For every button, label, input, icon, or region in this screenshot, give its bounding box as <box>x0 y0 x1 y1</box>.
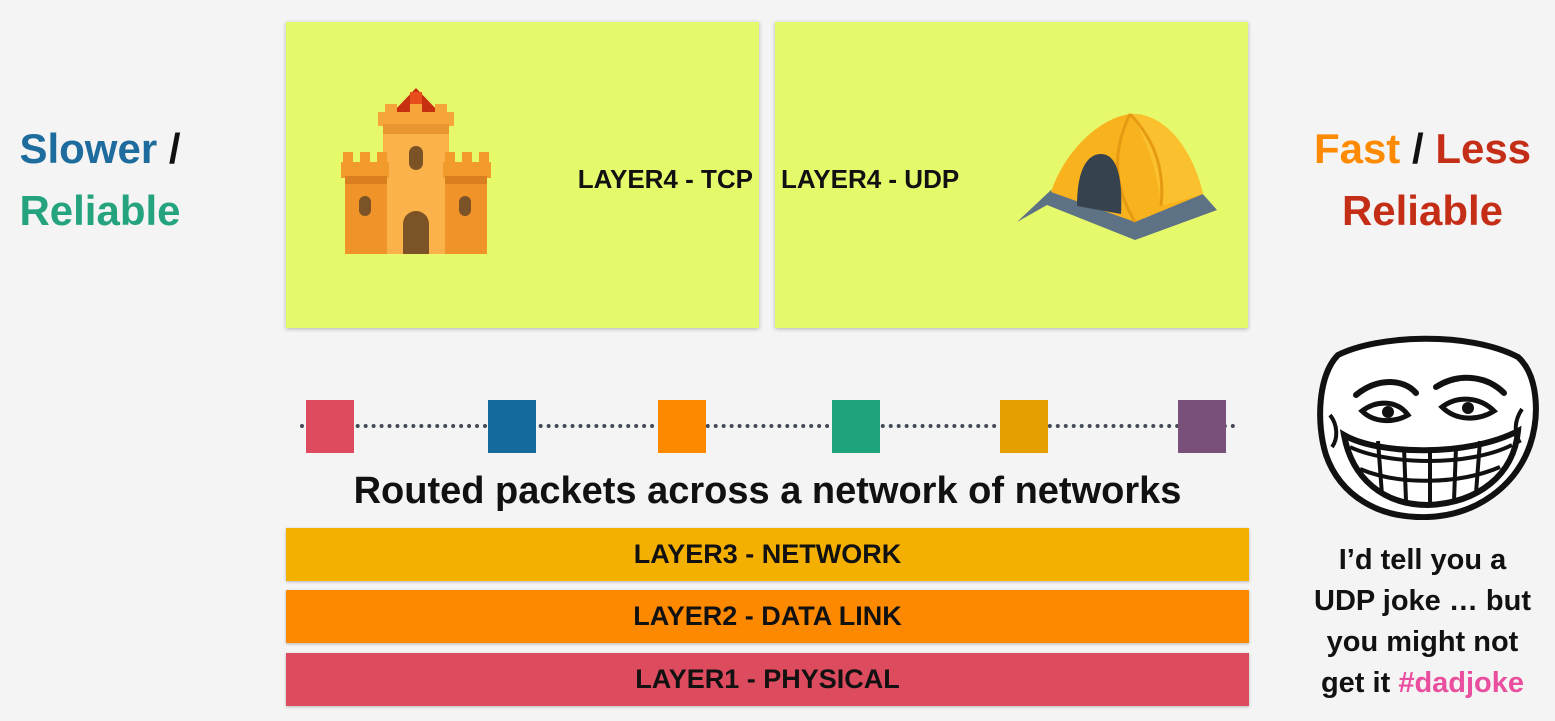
troll-face-icon <box>1317 335 1539 520</box>
joke-line-2: UDP joke … but <box>1314 585 1531 617</box>
slash-text-right: / <box>1400 125 1436 172</box>
tcp-label: LAYER4 - TCP <box>577 164 753 194</box>
packet-3 <box>658 400 706 453</box>
layer2-label: LAYER2 - DATA LINK <box>633 601 902 631</box>
layer3-label: LAYER3 - NETWORK <box>633 539 902 569</box>
fast-less-reliable-label: Fast / Less Reliable <box>1290 118 1555 242</box>
dadjoke-hashtag: #dadjoke <box>1398 667 1525 699</box>
joke-line-4: get it <box>1320 667 1391 699</box>
tent-icon <box>1017 112 1217 240</box>
slower-text: Slower <box>19 125 158 172</box>
packet-2 <box>488 400 536 453</box>
packet-4 <box>832 400 880 453</box>
layer2-data-link-bar: LAYER2 - DATA LINK <box>286 590 1249 643</box>
fast-text: Fast <box>1313 125 1401 172</box>
reliable-text: Reliable <box>19 187 181 234</box>
less-text: Less <box>1435 125 1532 172</box>
layer1-label: LAYER1 - PHYSICAL <box>635 664 900 694</box>
packet-5 <box>1000 400 1048 453</box>
castle-icon <box>341 88 491 254</box>
joke-line-3: you might not <box>1326 626 1519 658</box>
layer1-physical-bar: LAYER1 - PHYSICAL <box>286 653 1249 706</box>
udp-joke: I’d tell you a UDP joke … but you might … <box>1290 540 1555 704</box>
slash-text: / <box>157 125 181 172</box>
udp-box: LAYER4 - UDP <box>775 22 1248 328</box>
packet-6 <box>1178 400 1226 453</box>
joke-line-1: I’d tell you a <box>1338 544 1507 576</box>
reliable-text-right: Reliable <box>1341 187 1504 234</box>
packet-1 <box>306 400 354 453</box>
tcp-box: LAYER4 - TCP <box>286 22 759 328</box>
layer3-network-bar: LAYER3 - NETWORK <box>286 528 1249 581</box>
udp-label: LAYER4 - UDP <box>781 164 960 194</box>
packet-route-line <box>300 424 1236 428</box>
route-caption: Routed packets across a network of netwo… <box>353 470 1182 512</box>
slower-reliable-label: Slower / Reliable <box>0 118 200 242</box>
